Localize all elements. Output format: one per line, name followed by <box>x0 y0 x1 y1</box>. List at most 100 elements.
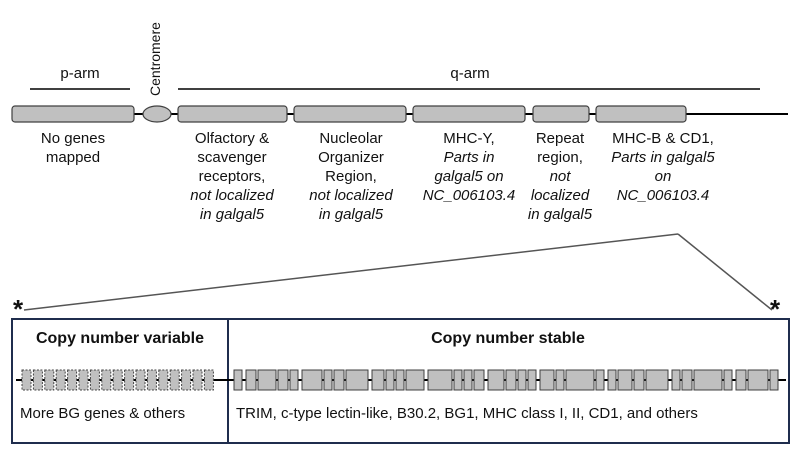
variable-gene-box <box>21 369 32 391</box>
region-line: Nucleolar <box>319 130 383 147</box>
stable-gene-box <box>633 369 645 391</box>
region-line: in galgal5 <box>527 206 593 223</box>
stable-gene-box <box>671 369 681 391</box>
segment-nucleolar <box>293 105 407 123</box>
stable-gene-box <box>505 369 517 391</box>
region-line: in galgal5 <box>199 206 265 223</box>
stable-gene-box <box>245 369 257 391</box>
stable-gene-box <box>473 369 485 391</box>
inset-frame <box>11 318 790 444</box>
stable-gene-box <box>645 369 669 391</box>
region-line: not localized <box>309 187 393 204</box>
region-line: MHC-B & CD1, <box>612 130 714 147</box>
region-line: NC_006103.4 <box>422 187 516 204</box>
stable-gene-box <box>345 369 369 391</box>
p-arm-label: p-arm <box>60 65 100 82</box>
variable-gene-box <box>55 369 66 391</box>
stable-gene-box <box>427 369 453 391</box>
segment-mhc-y <box>412 105 526 123</box>
variable-gene-box <box>101 369 112 391</box>
variable-gene-box <box>181 369 192 391</box>
region-line: receptors, <box>198 168 266 185</box>
region-line: scavenger <box>197 149 267 166</box>
variable-gene-box <box>192 369 203 391</box>
stable-gene-box <box>565 369 595 391</box>
variable-gene-box <box>146 369 157 391</box>
variable-gene-box <box>67 369 78 391</box>
region-line: localized <box>530 187 590 204</box>
stable-gene-box <box>769 369 779 391</box>
variable-gene-box <box>158 369 169 391</box>
region-line: MHC-Y, <box>443 130 495 147</box>
stable-gene-box <box>517 369 527 391</box>
stable-gene-box <box>555 369 565 391</box>
stable-gene-box <box>539 369 555 391</box>
stable-gene-box <box>607 369 617 391</box>
region-label-repeat: Repeat region, not localized in galgal5 <box>522 129 598 224</box>
region-line: region, <box>537 149 583 166</box>
segment-mhc-b <box>595 105 687 123</box>
star-left: * <box>13 294 24 324</box>
stable-gene-box <box>323 369 333 391</box>
variable-gene-box <box>169 369 180 391</box>
stable-gene-box <box>233 369 243 391</box>
zoom-line-left <box>23 233 679 311</box>
stable-gene-box <box>681 369 693 391</box>
variable-gene-box <box>32 369 43 391</box>
segment-p-arm <box>11 105 135 123</box>
region-line: Repeat <box>535 130 585 147</box>
stable-gene-box <box>595 369 605 391</box>
stable-gene-box <box>395 369 405 391</box>
copy-number-variable-title: Copy number variable <box>35 330 205 347</box>
stable-caption: TRIM, c-type lectin-like, B30.2, BG1, MH… <box>236 405 698 422</box>
region-line: on <box>654 168 672 185</box>
zoom-line-right <box>677 233 773 311</box>
stable-gene-box <box>527 369 537 391</box>
stable-gene-box <box>301 369 323 391</box>
variable-gene-box <box>112 369 123 391</box>
variable-gene-boxes <box>21 369 214 391</box>
stable-gene-box <box>333 369 345 391</box>
stable-gene-box <box>747 369 769 391</box>
region-line: galgal5 on <box>434 168 504 185</box>
stable-gene-box <box>277 369 289 391</box>
stable-gene-box <box>487 369 505 391</box>
region-line: not <box>549 168 571 185</box>
region-line: Region, <box>325 168 377 185</box>
centromere-shape <box>142 105 172 123</box>
variable-gene-box <box>44 369 55 391</box>
stable-gene-box <box>371 369 385 391</box>
region-line: not localized <box>190 187 274 204</box>
region-line: Organizer <box>318 149 384 166</box>
region-line: Olfactory & <box>194 130 270 147</box>
stable-gene-box <box>405 369 425 391</box>
stable-gene-box <box>723 369 733 391</box>
segment-olfactory <box>177 105 288 123</box>
region-label-p-arm: No genes mapped <box>18 129 128 167</box>
centromere-label: Centromere <box>147 22 163 96</box>
region-label-olfactory: Olfactory & scavenger receptors, not locali… <box>168 129 296 224</box>
copy-number-stable-title: Copy number stable <box>431 330 585 347</box>
stable-gene-boxes <box>233 369 779 391</box>
variable-gene-box <box>135 369 146 391</box>
stable-gene-box <box>257 369 277 391</box>
stable-gene-box <box>735 369 747 391</box>
stable-gene-box <box>617 369 633 391</box>
variable-gene-box <box>78 369 89 391</box>
stable-gene-box <box>453 369 463 391</box>
region-line: mapped <box>45 149 101 166</box>
region-line: Parts in <box>443 149 495 166</box>
variable-gene-box <box>124 369 135 391</box>
region-line: NC_006103.4 <box>616 187 710 204</box>
variable-caption: More BG genes & others <box>20 405 186 422</box>
region-line: No genes <box>40 130 106 147</box>
variable-gene-box <box>203 369 214 391</box>
stable-gene-box <box>289 369 299 391</box>
star-right: * <box>770 294 781 324</box>
region-line: Parts in galgal5 <box>611 149 715 166</box>
region-label-mhc-y: MHC-Y, Parts in galgal5 on NC_006103.4 <box>406 129 532 205</box>
stable-gene-box <box>463 369 473 391</box>
